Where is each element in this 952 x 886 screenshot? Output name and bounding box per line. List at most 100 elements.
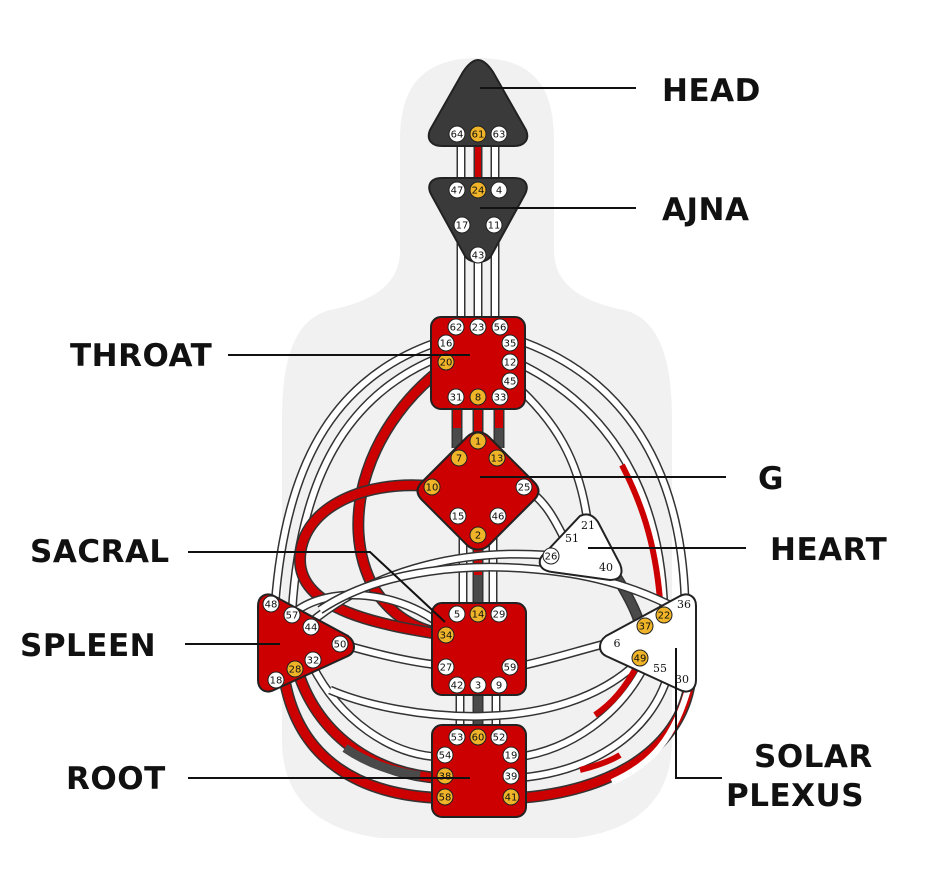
gate-5: 5	[448, 605, 466, 623]
gate-10: 10	[423, 478, 441, 496]
svg-text:60: 60	[472, 733, 485, 744]
svg-text:11: 11	[488, 221, 501, 232]
svg-text:47: 47	[451, 186, 464, 197]
gate-34: 34	[437, 626, 455, 644]
svg-text:2: 2	[475, 531, 481, 542]
label-solar-line2: PLEXUS	[726, 778, 864, 814]
svg-text:54: 54	[439, 751, 452, 762]
label-root: ROOT	[66, 761, 166, 797]
svg-text:41: 41	[505, 793, 518, 804]
svg-text:9: 9	[496, 681, 502, 692]
svg-text:50: 50	[334, 640, 347, 651]
svg-text:28: 28	[289, 665, 302, 676]
label-heart: HEART	[770, 532, 887, 568]
gate-21: 21	[581, 519, 595, 532]
svg-text:58: 58	[439, 793, 452, 804]
svg-text:31: 31	[450, 393, 463, 404]
gate-59: 59	[501, 658, 519, 676]
svg-text:22: 22	[658, 611, 671, 622]
svg-text:53: 53	[451, 733, 464, 744]
gate-11: 11	[485, 216, 503, 234]
svg-text:59: 59	[504, 663, 517, 674]
gate-19: 19	[502, 746, 520, 764]
g-center	[416, 430, 540, 551]
gate-54: 54	[436, 746, 454, 764]
gate-13: 13	[488, 449, 506, 467]
channel-35-36	[510, 333, 690, 601]
gate-4: 4	[490, 181, 508, 199]
gate-38: 38	[436, 767, 454, 785]
head-center	[427, 58, 529, 147]
center-labels: HEAD AJNA THROAT G SACRAL HEART SPLEEN S…	[20, 73, 887, 814]
gate-30: 30	[675, 673, 689, 686]
svg-text:56: 56	[494, 323, 507, 334]
svg-text:19: 19	[505, 751, 518, 762]
label-spleen: SPLEEN	[20, 628, 156, 664]
gate-46: 46	[489, 507, 507, 525]
gate-26: 26	[542, 547, 560, 565]
svg-text:25: 25	[518, 483, 531, 494]
gate-58: 58	[436, 788, 454, 806]
svg-text:24: 24	[472, 186, 485, 197]
svg-text:3: 3	[475, 681, 481, 692]
svg-text:42: 42	[451, 681, 464, 692]
channel-50-27	[343, 640, 439, 670]
gate-9: 9	[490, 676, 508, 694]
svg-text:20: 20	[440, 358, 453, 369]
solar-plexus-center	[599, 593, 697, 693]
svg-text:64: 64	[451, 130, 464, 141]
label-g: G	[758, 461, 784, 497]
gate-61: 61	[469, 125, 487, 143]
gate-41: 41	[502, 788, 520, 806]
svg-text:12: 12	[504, 358, 517, 369]
gate-55: 55	[653, 662, 667, 675]
leader-sacral	[188, 551, 446, 623]
channel-28-38	[292, 670, 441, 784]
gate-28: 28	[286, 660, 304, 678]
channel-19-49	[517, 662, 650, 762]
svg-text:5: 5	[454, 610, 460, 621]
svg-text:34: 34	[440, 631, 453, 642]
label-head: HEAD	[662, 73, 761, 109]
svg-text:26: 26	[545, 552, 558, 563]
leader-solar-plexus	[675, 648, 722, 779]
gate-44: 44	[302, 618, 320, 636]
gate-2: 2	[469, 526, 487, 544]
gate-1: 1	[469, 432, 487, 450]
gate-23: 23	[469, 318, 487, 336]
svg-text:45: 45	[504, 377, 517, 388]
gate-17: 17	[453, 216, 471, 234]
gate-12: 12	[501, 353, 519, 371]
svg-text:18: 18	[270, 676, 283, 687]
gate-16: 16	[437, 334, 455, 352]
label-sacral: SACRAL	[30, 534, 170, 570]
gate-29: 29	[490, 605, 508, 623]
gate-22: 22	[655, 606, 673, 624]
gate-45: 45	[501, 372, 519, 390]
svg-text:61: 61	[472, 130, 485, 141]
gate-7: 7	[450, 449, 468, 467]
gate-20: 20	[437, 353, 455, 371]
svg-text:43: 43	[472, 251, 485, 262]
gate-51: 51	[565, 532, 579, 545]
gate-37: 37	[636, 617, 654, 635]
gate-33: 33	[491, 388, 509, 406]
label-ajna: AJNA	[662, 192, 749, 228]
gate-62: 62	[447, 318, 465, 336]
svg-text:33: 33	[494, 393, 507, 404]
svg-text:27: 27	[440, 663, 453, 674]
svg-text:4: 4	[496, 186, 502, 197]
svg-text:13: 13	[491, 454, 504, 465]
gate-63: 63	[490, 125, 508, 143]
gate-47: 47	[448, 181, 466, 199]
gate-6: 6	[614, 637, 621, 650]
gate-43: 43	[469, 246, 487, 264]
gate-64: 64	[448, 125, 466, 143]
gate-14: 14	[469, 605, 487, 623]
gate-39: 39	[502, 767, 520, 785]
channel-16-48	[270, 338, 437, 606]
gate-48: 48	[262, 595, 280, 613]
channel-10-34	[293, 479, 446, 641]
svg-text:46: 46	[492, 512, 505, 523]
